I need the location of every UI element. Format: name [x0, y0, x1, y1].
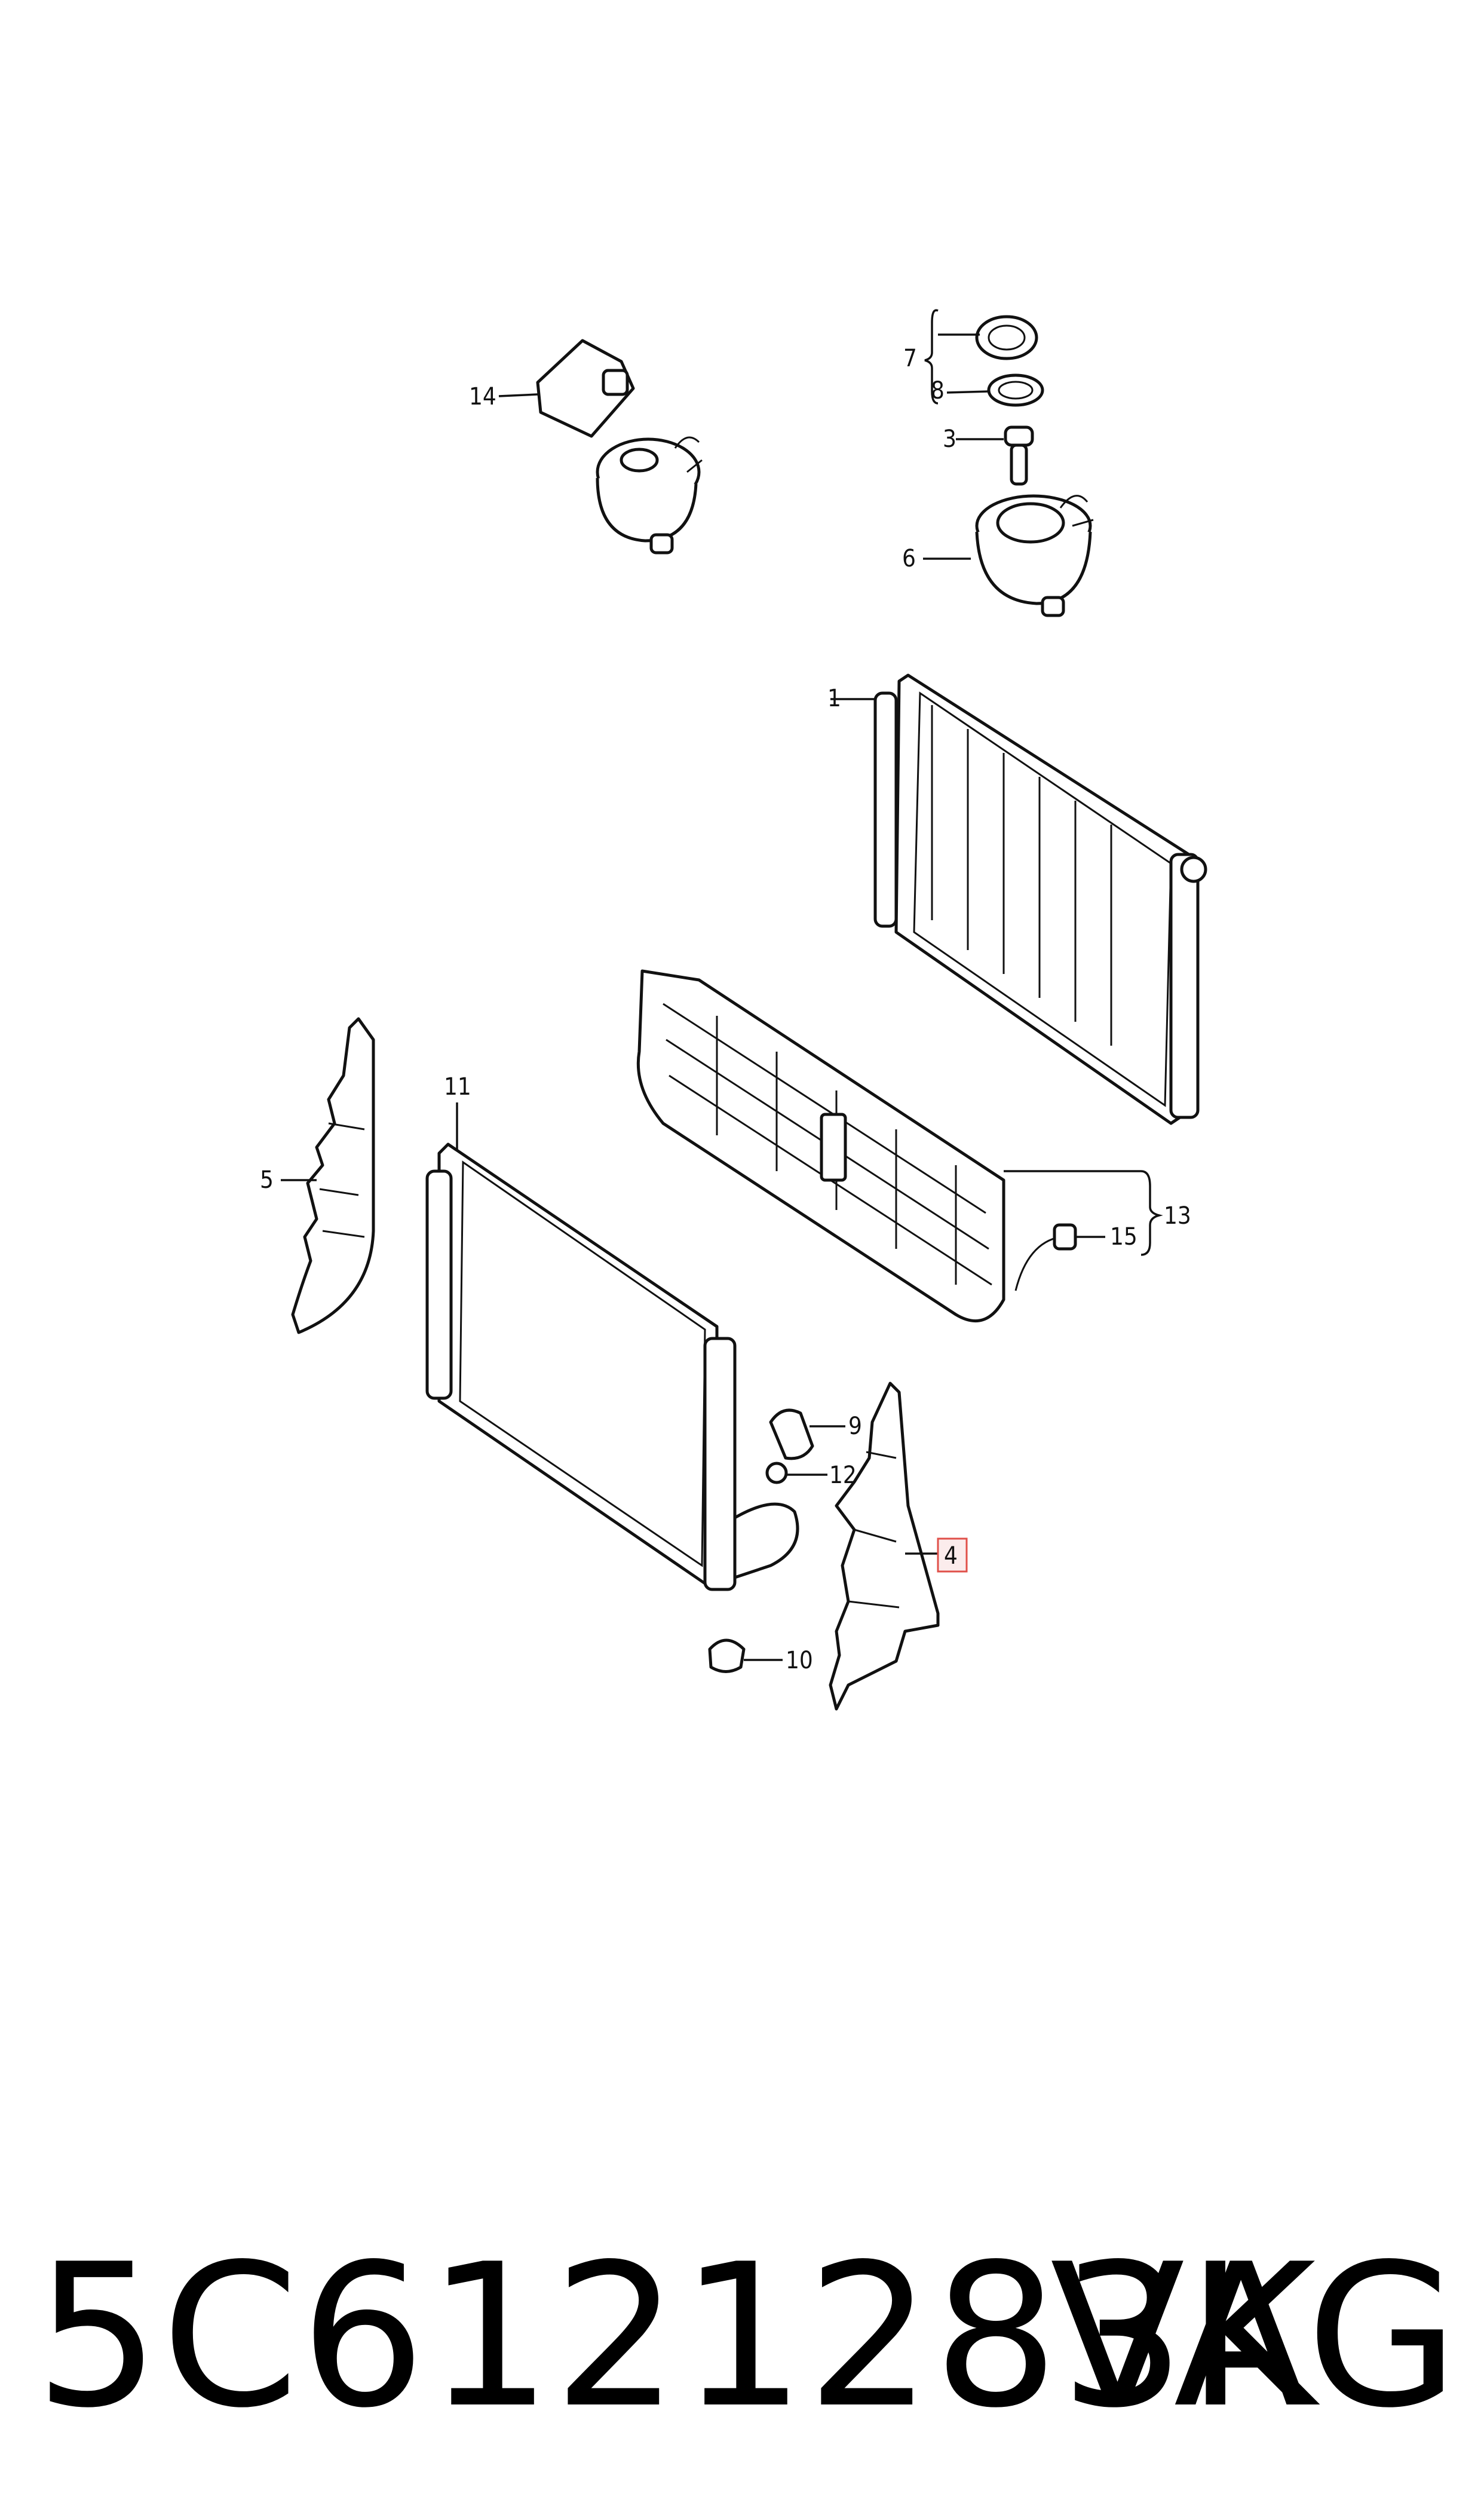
- part-12-clip: [765, 1462, 827, 1484]
- callout-13: 13: [1164, 1202, 1191, 1230]
- callout-1: 1: [827, 685, 841, 712]
- part-8-seal: [987, 373, 1044, 407]
- part-4-right-air-guide: [829, 1381, 968, 1711]
- callout-3: 3: [943, 425, 956, 453]
- callout-12: 12: [829, 1462, 857, 1489]
- part-4-highlight-box: [937, 1537, 968, 1573]
- part-number: 5C6121283K: [35, 2222, 1317, 2451]
- part-6-expansion-tank: [923, 494, 1094, 617]
- part-11-radiator: [425, 1102, 799, 1591]
- callout-6: 6: [902, 545, 916, 572]
- brand-name: VAG: [1050, 2222, 1460, 2451]
- part-5-left-air-guide: [281, 1017, 375, 1334]
- part-13-fan-shroud: [636, 969, 1163, 1323]
- callout-10: 10: [786, 1647, 813, 1674]
- part-15-connector: [1014, 1223, 1105, 1291]
- callout-5: 5: [260, 1166, 274, 1194]
- reservoir-left: [596, 436, 703, 555]
- callout-15: 15: [1110, 1223, 1137, 1251]
- part-7-cap: [975, 315, 1038, 360]
- part-1-radiator: [830, 673, 1207, 1125]
- callout-14: 14: [469, 383, 496, 411]
- part-3-sensor: [1004, 425, 1034, 486]
- callout-11: 11: [444, 1073, 471, 1101]
- footer: 5C6121283K VAG: [0, 2211, 1484, 2462]
- part-9-bracket: [769, 1408, 845, 1460]
- callout-4: 4: [944, 1542, 958, 1570]
- callout-9: 9: [848, 1413, 862, 1440]
- part-10-mount: [708, 1638, 783, 1673]
- part-14-coolant-bottle: [498, 339, 635, 438]
- callout-8: 8: [931, 377, 945, 405]
- parts-diagram: 14 7 8 3 6 1 11 5 13 15 9 12 4 10: [260, 309, 1207, 1711]
- callout-7: 7: [903, 345, 917, 372]
